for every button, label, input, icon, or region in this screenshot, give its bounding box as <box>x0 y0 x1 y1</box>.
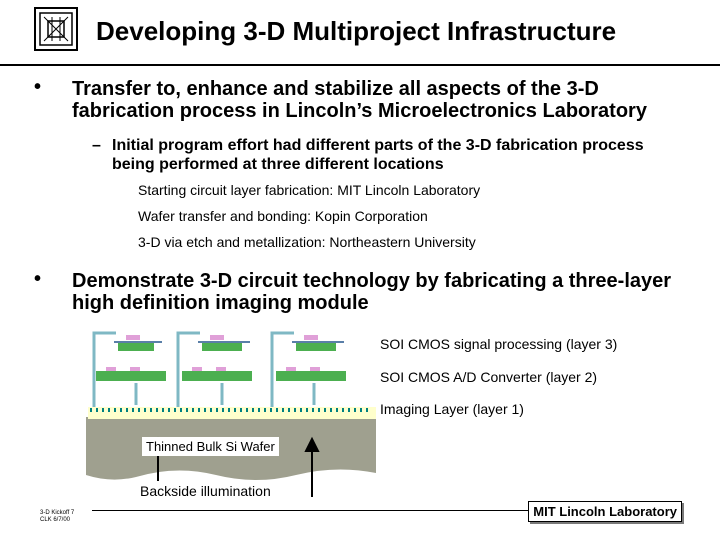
bullet-1: Transfer to, enhance and stabilize all a… <box>72 78 647 122</box>
bullet-dot: • <box>34 76 42 98</box>
layer-2-devices <box>96 367 346 381</box>
bullet-2: Demonstrate 3-D circuit technology by fa… <box>72 270 672 314</box>
wafer-label: Thinned Bulk Si Wafer <box>142 437 279 456</box>
layer-3-devices <box>114 335 344 351</box>
detail-line-1: Starting circuit layer fabrication: MIT … <box>138 182 481 198</box>
footer-divider <box>92 510 612 511</box>
page-title: Developing 3-D Multiproject Infrastructu… <box>96 16 617 46</box>
illumination-label: Backside illumination <box>136 481 275 501</box>
3d-module-cross-section <box>86 331 376 497</box>
title-divider <box>0 64 720 66</box>
layer-2-label: SOI CMOS A/D Converter (layer 2) <box>380 369 598 385</box>
footer-brand: MIT Lincoln Laboratory <box>528 501 682 522</box>
lincoln-lab-logo-icon <box>34 7 78 51</box>
layer-1-label: Imaging Layer (layer 1) <box>380 401 524 417</box>
detail-line-3: 3-D via etch and metallization: Northeas… <box>138 234 476 250</box>
imaging-layer <box>88 407 376 419</box>
vertical-vias <box>92 331 316 407</box>
footer-date: CLK 6/7/00 <box>40 517 71 523</box>
bullet-dot: • <box>34 268 42 290</box>
footer-slide-info: 3-D Kickoff 7 CLK 6/7/00 <box>40 510 74 524</box>
footer-slide-number: 3-D Kickoff 7 <box>40 510 75 516</box>
pixel-array <box>90 408 368 412</box>
sub-bullet-dash: – <box>92 137 101 154</box>
sub-bullet-1: Initial program effort had different par… <box>112 137 644 173</box>
layer-3-label: SOI CMOS signal processing (layer 3) <box>380 336 618 352</box>
detail-line-2: Wafer transfer and bonding: Kopin Corpor… <box>138 208 428 224</box>
